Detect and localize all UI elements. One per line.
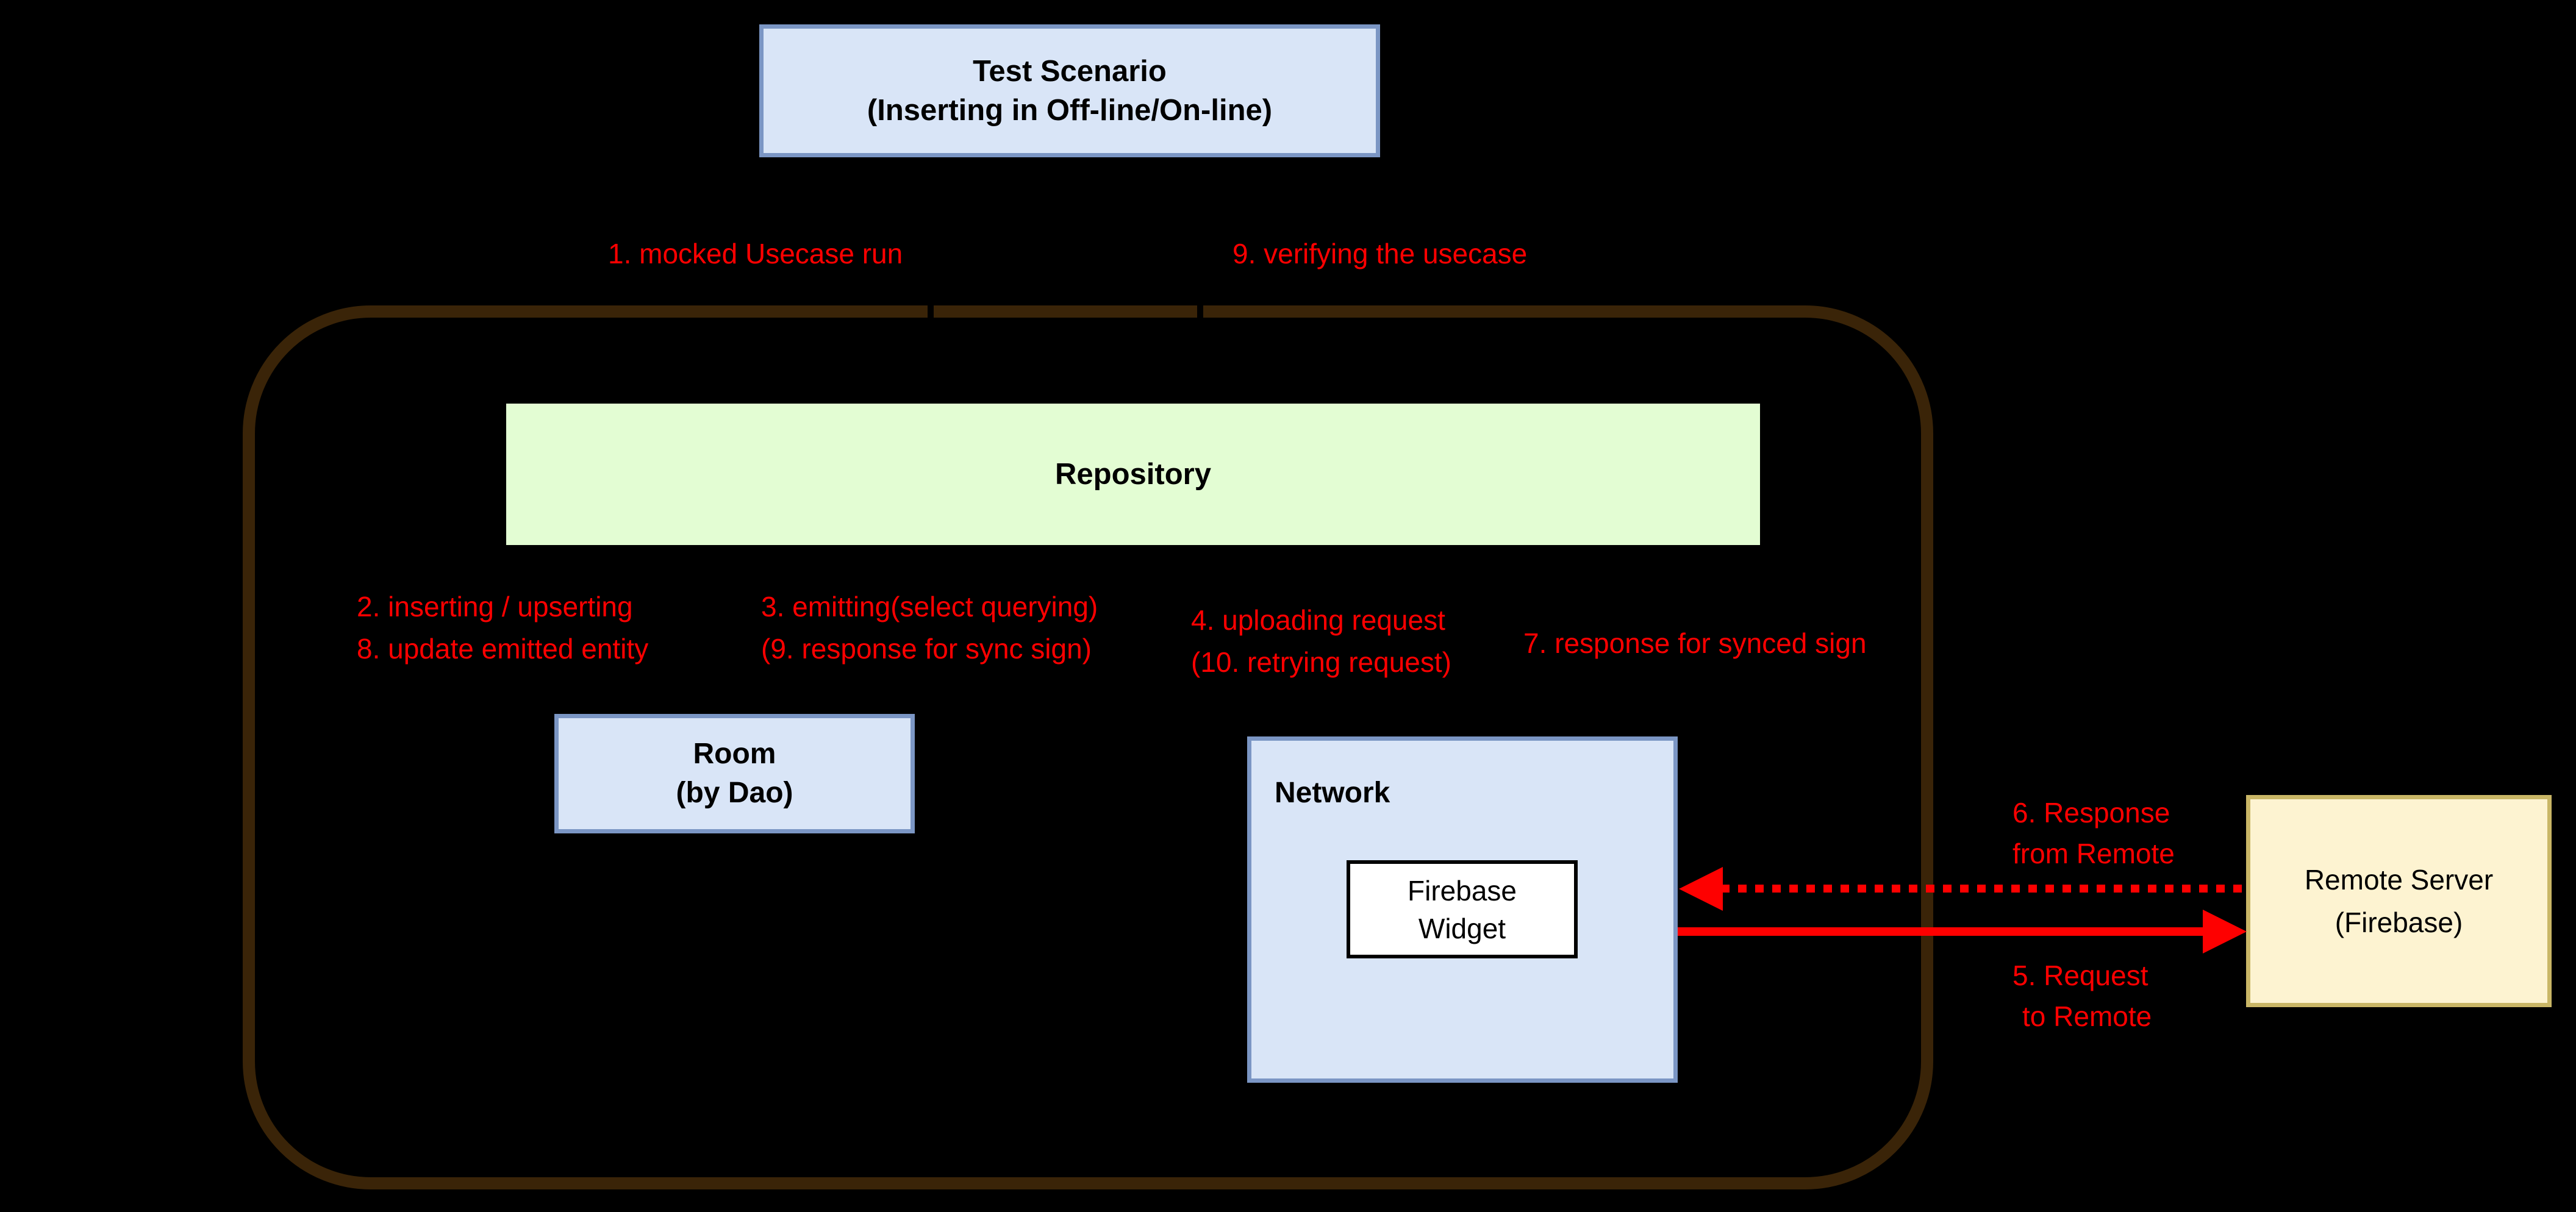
test-scenario-title-line2: (Inserting in Off-line/On-line) <box>867 94 1273 127</box>
annotation-step7: 7. response for synced sign <box>1523 627 1867 659</box>
annotation-step4: 4. uploading request <box>1191 604 1445 636</box>
annotation-step10: (10. retrying request) <box>1191 646 1451 678</box>
test-scenario-box: Test Scenario (Inserting in Off-line/On-… <box>759 24 1380 157</box>
annotation-step2: 2. inserting / upserting <box>357 591 633 622</box>
repository-label: Repository <box>1055 458 1211 491</box>
app-boundary-container <box>243 305 1933 1189</box>
test-scenario-title-line1: Test Scenario <box>973 55 1167 88</box>
response-arrow-line <box>1721 885 2246 893</box>
network-box: Network <box>1247 736 1678 1083</box>
annotation-step5-line2: to Remote <box>2022 1000 2152 1032</box>
network-label: Network <box>1275 777 1390 809</box>
remote-server-label-line1: Remote Server <box>2304 864 2494 896</box>
remote-server-label-line2: (Firebase) <box>2334 907 2463 938</box>
annotation-step8: 8. update emitted entity <box>357 633 649 665</box>
response-arrowhead-left-icon <box>1679 867 1723 911</box>
annotation-step6-line1: 6. Response <box>2012 797 2170 829</box>
annotation-step1: 1. mocked Usecase run <box>608 238 903 269</box>
room-box: Room (by Dao) <box>554 714 915 833</box>
remote-server-box: Remote Server (Firebase) <box>2246 795 2552 1007</box>
annotation-step9-paren: (9. response for sync sign) <box>761 633 1092 665</box>
firebase-widget-label-line1: Firebase <box>1408 874 1517 907</box>
firebase-widget-label-line2: Widget <box>1418 912 1506 944</box>
annotation-step3: 3. emitting(select querying) <box>761 591 1098 622</box>
firebase-widget-box: Firebase Widget <box>1347 860 1578 958</box>
annotation-step9-top: 9. verifying the usecase <box>1233 238 1528 269</box>
annotation-step5-line1: 5. Request <box>2012 960 2148 991</box>
room-label-line2: (by Dao) <box>676 777 793 809</box>
connector-tick-left <box>928 299 934 325</box>
connector-tick-right <box>1197 299 1203 325</box>
request-arrowhead-right-icon <box>2203 910 2247 954</box>
annotation-step6-line2: from Remote <box>2012 838 2175 869</box>
room-label-line1: Room <box>693 738 776 770</box>
repository-box: Repository <box>506 404 1760 545</box>
request-arrow-line <box>1678 927 2206 936</box>
